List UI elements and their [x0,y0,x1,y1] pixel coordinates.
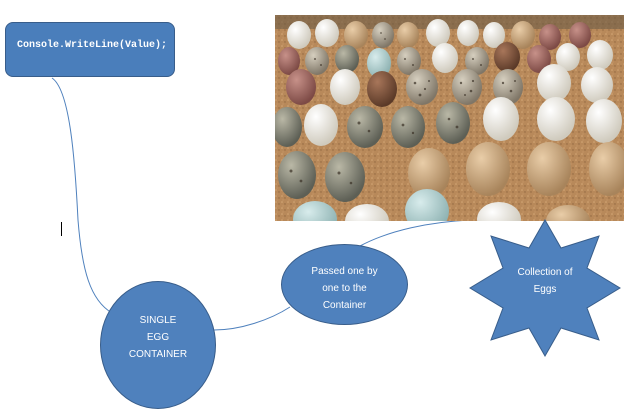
egg-collection-photo [275,15,624,221]
code-text: Console.WriteLine(Value); [17,40,168,51]
collection-of-eggs-star: Collection of Eggs [467,218,623,358]
passed-one-by-one-label: Passed one by one to the Container [311,266,378,311]
connector-single-to-passed [213,306,291,331]
single-egg-container-label: SINGLE EGG CONTAINER [128,315,188,360]
passed-one-by-one-shape: Passed one by one to the Container [281,244,408,325]
collection-of-eggs-label: Collection of Eggs [517,267,573,295]
star-shape [469,218,621,358]
text-cursor [61,222,62,236]
connector-passed-to-photo [359,219,471,247]
code-box: Console.WriteLine(Value); [5,22,175,77]
single-egg-container-shape: SINGLE EGG CONTAINER [100,281,216,409]
connector-code-to-single [51,77,113,314]
